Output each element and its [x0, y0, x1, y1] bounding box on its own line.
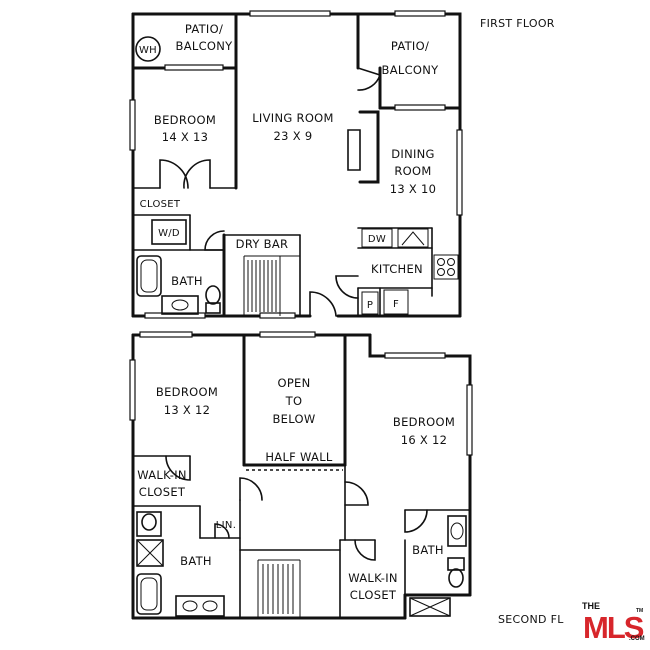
second-floor-windows	[129, 331, 473, 456]
patio-right-line1: PATIO/	[391, 39, 429, 53]
first-floor-windows	[129, 10, 463, 319]
first-floor-walls	[131, 12, 462, 318]
logo-mls: MLS	[583, 610, 644, 645]
logo-the: THE	[582, 601, 600, 611]
closet-label: CLOSET	[140, 199, 181, 210]
dining-room-line1: DINING	[391, 147, 435, 161]
second-floor-fixtures	[136, 469, 467, 618]
bedroom-1-size: 14 X 13	[162, 130, 209, 144]
patio-left-line2: BALCONY	[176, 39, 234, 53]
living-room-size: 23 X 9	[274, 129, 313, 143]
wd-label: W/D	[158, 228, 180, 239]
mls-logo: THE MLS TM .COM	[582, 601, 646, 645]
dining-room-size: 13 X 10	[390, 182, 437, 196]
walkin-left-line2: CLOSET	[139, 485, 186, 499]
bath-1-label: BATH	[171, 274, 203, 288]
patio-left-line1: PATIO/	[185, 22, 223, 36]
half-wall-label: HALF WALL	[265, 450, 333, 464]
second-floor-doors	[165, 455, 428, 561]
open-to-below-line1: OPEN	[277, 376, 310, 390]
dining-room-line2: ROOM	[394, 164, 431, 178]
linen-label: LIN.	[216, 520, 236, 531]
first-floor-title: FIRST FLOOR	[480, 17, 555, 30]
walkin-right-line1: WALK-IN	[348, 571, 398, 585]
walkin-left-line1: WALK-IN	[137, 468, 187, 482]
open-to-below-line2: TO	[285, 394, 303, 408]
patio-right-line2: BALCONY	[382, 63, 440, 77]
water-heater-label: WH	[139, 45, 157, 56]
logo-com: .COM	[629, 636, 645, 642]
kitchen-label: KITCHEN	[371, 262, 423, 276]
logo-tm: TM	[636, 608, 643, 614]
first-floor-fixtures	[135, 36, 459, 316]
bedroom-2-name: BEDROOM	[156, 385, 218, 399]
fridge-label: F	[393, 299, 399, 310]
living-room-name: LIVING ROOM	[252, 111, 334, 125]
bedroom-2-size: 13 X 12	[164, 403, 211, 417]
dw-label: DW	[368, 234, 386, 245]
bath-2-label: BATH	[180, 554, 212, 568]
walkin-right-line2: CLOSET	[350, 588, 397, 602]
bedroom-1-name: BEDROOM	[154, 113, 216, 127]
pantry-label: P	[367, 300, 373, 311]
first-floor-doors	[159, 67, 382, 317]
open-to-below-line3: BELOW	[272, 412, 315, 426]
bedroom-3-size: 16 X 12	[401, 433, 448, 447]
bedroom-3-name: BEDROOM	[393, 415, 455, 429]
second-floor-title: SECOND FL	[498, 613, 564, 626]
bath-3-label: BATH	[412, 543, 444, 557]
dry-bar-label: DRY BAR	[236, 237, 289, 251]
